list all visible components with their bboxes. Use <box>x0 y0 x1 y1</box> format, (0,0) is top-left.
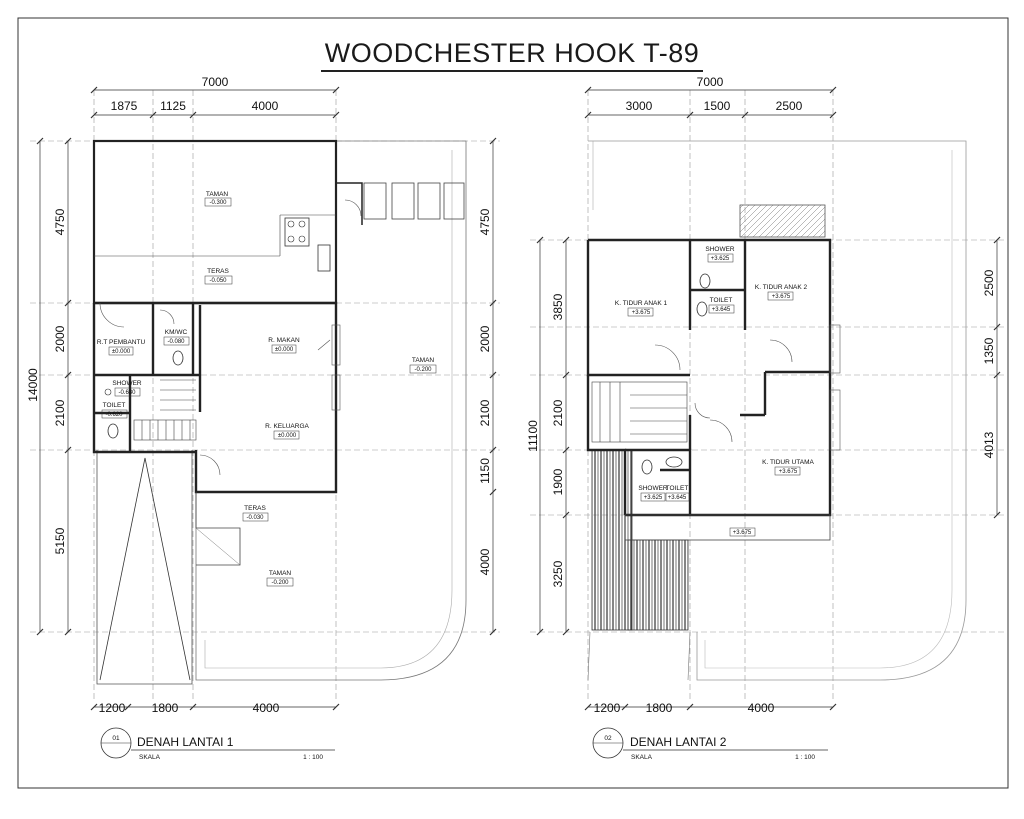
plan2-scale-label: SKALA <box>631 754 653 761</box>
room-level: +3.675 <box>632 310 651 316</box>
plan1-left-dim-4: 5150 <box>53 527 67 554</box>
plan1-bottom-dim-2: 1800 <box>152 701 179 715</box>
plan1-right-dim-5: 4000 <box>478 548 492 575</box>
room-level: +3.625 <box>644 495 663 501</box>
plan2-caption-title: DENAH LANTAI 2 <box>630 735 727 749</box>
plan1-right-dim-2: 2000 <box>478 325 492 352</box>
plan2-top-dim-2: 1500 <box>704 99 731 113</box>
room-name: SHOWER <box>705 246 735 253</box>
plan1-bottom-dim-1: 1200 <box>99 701 126 715</box>
plan2-room-labels: SHOWER +3.625 K. TIDUR ANAK 1 +3.675 TOI… <box>615 246 815 537</box>
plan2-left-dim-2: 2100 <box>551 399 565 426</box>
plan1-caption-title: DENAH LANTAI 1 <box>137 735 234 749</box>
plan2-left-dim-4: 3250 <box>551 560 565 587</box>
plan2-right-dim-2: 1350 <box>982 337 996 364</box>
room-level: -0.080 <box>167 339 185 345</box>
plan1-top-total: 7000 <box>202 75 229 89</box>
plan2-top-dim-3: 2500 <box>776 99 803 113</box>
plan2-left-total: 11100 <box>526 420 540 452</box>
plan1-right-dim-4: 1150 <box>478 458 492 484</box>
plan2-scale-value: 1 : 100 <box>795 754 815 761</box>
plan1-left-dim-2: 2000 <box>53 325 67 352</box>
room-name: TERAS <box>207 268 229 275</box>
room-name: TERAS <box>244 505 266 512</box>
sheet-title: WOODCHESTER HOOK T-89 <box>0 38 1024 72</box>
room-level: +3.645 <box>668 495 687 501</box>
room-name: TAMAN <box>412 357 435 364</box>
room-name: R. KELUARGA <box>265 423 309 430</box>
room-level: -0.630 <box>118 390 136 396</box>
room-name: K. TIDUR ANAK 2 <box>755 284 808 291</box>
room-level: -0.050 <box>209 278 227 284</box>
plan1-left-dim-1: 4750 <box>53 208 67 235</box>
plan2-caption-number: 02 <box>604 735 612 742</box>
room-name: R. MAKAN <box>268 337 300 344</box>
plan1-scale-label: SKALA <box>139 754 161 761</box>
room-name: TOILET <box>710 297 733 304</box>
plan2-bottom-dim-3: 4000 <box>748 701 775 715</box>
room-level: +3.675 <box>779 469 798 475</box>
room-name: TAMAN <box>269 570 292 577</box>
room-level: -0.200 <box>414 367 432 373</box>
plan2-left-dim-1: 3850 <box>551 293 565 320</box>
plan-lantai-2: 7000 3000 1500 2500 1200 1800 4000 11100… <box>526 75 1008 761</box>
room-level: ±0.000 <box>275 347 294 353</box>
room-level: -0.300 <box>209 200 227 206</box>
plan2-left-dim-3: 1900 <box>551 468 565 495</box>
plan2-right-dim-3: 4013 <box>982 431 996 458</box>
room-name: TOILET <box>103 402 126 409</box>
room-name: SHOWER <box>638 485 668 492</box>
plan1-bottom-dim-3: 4000 <box>253 701 280 715</box>
room-name: K. TIDUR ANAK 1 <box>615 300 668 307</box>
room-level: ±0.000 <box>112 349 131 355</box>
plan2-bottom-dim-2: 1800 <box>646 701 673 715</box>
room-name: KM/WC <box>165 329 188 336</box>
room-level: ±0.000 <box>278 433 297 439</box>
plan2-bottom-dim-1: 1200 <box>594 701 621 715</box>
plan1-left-dim-3: 2100 <box>53 399 67 426</box>
plan1-caption-number: 01 <box>112 735 120 742</box>
plan1-top-dim-2: 1125 <box>160 99 186 113</box>
plan1-top-dim-3: 4000 <box>252 99 279 113</box>
room-name: K. TIDUR UTAMA <box>762 459 814 466</box>
sheet-border <box>17 17 1009 789</box>
room-level: +3.625 <box>711 256 730 262</box>
plan1-top-dim-1: 1875 <box>111 99 138 113</box>
plan1-right-dim-3: 2100 <box>478 399 492 426</box>
room-level: -0.620 <box>105 412 123 418</box>
plan2-top-dim-1: 3000 <box>626 99 653 113</box>
balcony-level: +3.675 <box>733 530 752 536</box>
sheet-title-text: WOODCHESTER HOOK T-89 <box>320 38 704 72</box>
room-level: +3.645 <box>712 307 731 313</box>
plan-lantai-1: 7000 1875 1125 4000 1200 1800 4000 14000… <box>26 75 500 761</box>
room-level: -0.200 <box>271 580 289 586</box>
room-name: TAMAN <box>206 191 229 198</box>
plan1-left-total: 14000 <box>26 368 40 402</box>
plan2-top-total: 7000 <box>697 75 724 89</box>
room-name: TOILET <box>666 485 689 492</box>
plan2-right-dim-1: 2500 <box>982 269 996 296</box>
room-name: SHOWER <box>112 380 142 387</box>
room-name: R.T PEMBANTU <box>97 339 146 346</box>
plan1-right-dim-1: 4750 <box>478 208 492 235</box>
plan1-room-labels: TAMAN -0.300 TERAS -0.050 R.T PEMBANTU ±… <box>97 191 437 587</box>
room-level: +3.675 <box>772 294 791 300</box>
plan1-scale-value: 1 : 100 <box>303 754 323 761</box>
room-level: -0.030 <box>246 515 264 521</box>
